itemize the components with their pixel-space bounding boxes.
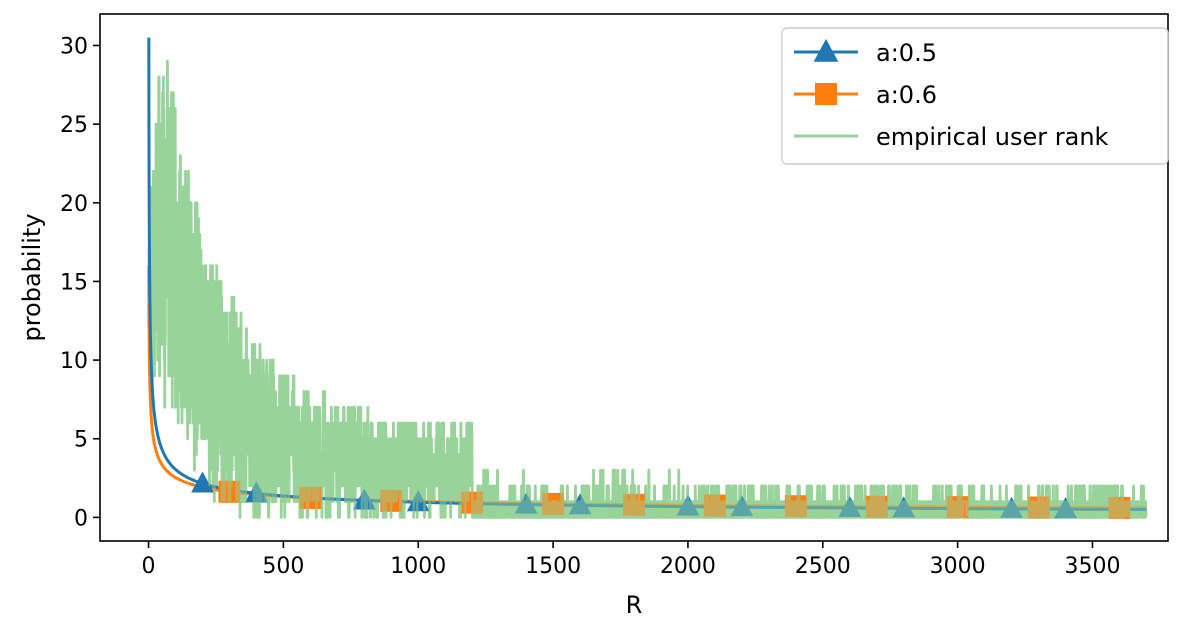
series-a05-marker-0 bbox=[191, 471, 214, 493]
y-tick-label-0: 0 bbox=[74, 506, 88, 531]
y-tick-label-3: 15 bbox=[60, 270, 88, 295]
x-tick-label-6: 3000 bbox=[930, 554, 986, 579]
y-axis-label: probability bbox=[18, 213, 46, 341]
y-tick-label-4: 20 bbox=[60, 192, 88, 217]
y-tick-label-5: 25 bbox=[60, 113, 88, 138]
y-tick-label-6: 30 bbox=[60, 34, 88, 59]
legend-box bbox=[781, 27, 1169, 165]
ticks-layer: 0 500 1000 1500 2000 2500 3000 3500 0 5 10 15 20 25 30 bbox=[60, 34, 1120, 579]
legend-marker-1 bbox=[815, 83, 837, 105]
legend-label-1: a:0.6 bbox=[876, 81, 937, 109]
x-tick-label-2: 1000 bbox=[390, 554, 446, 579]
legend-marker-0 bbox=[813, 39, 839, 62]
legend: a:0.5 a:0.6 empirical user rank bbox=[781, 27, 1169, 165]
y-tick-label-1: 5 bbox=[74, 428, 88, 453]
x-axis-label: R bbox=[626, 591, 643, 619]
x-tick-label-3: 1500 bbox=[525, 554, 581, 579]
plot-frame bbox=[99, 13, 1169, 542]
x-tick-label-5: 2500 bbox=[795, 554, 851, 579]
legend-label-2: empirical user rank bbox=[876, 123, 1109, 151]
x-tick-label-1: 500 bbox=[262, 554, 304, 579]
y-tick-label-2: 10 bbox=[60, 349, 88, 374]
x-tick-label-4: 2000 bbox=[660, 554, 716, 579]
x-tick-label-7: 3500 bbox=[1064, 554, 1120, 579]
series-empirical-overlay bbox=[188, 202, 1148, 519]
x-tick-label-0: 0 bbox=[142, 554, 156, 579]
series-layer bbox=[147, 37, 1148, 519]
plot-area bbox=[147, 37, 1148, 519]
legend-label-0: a:0.5 bbox=[876, 39, 937, 67]
